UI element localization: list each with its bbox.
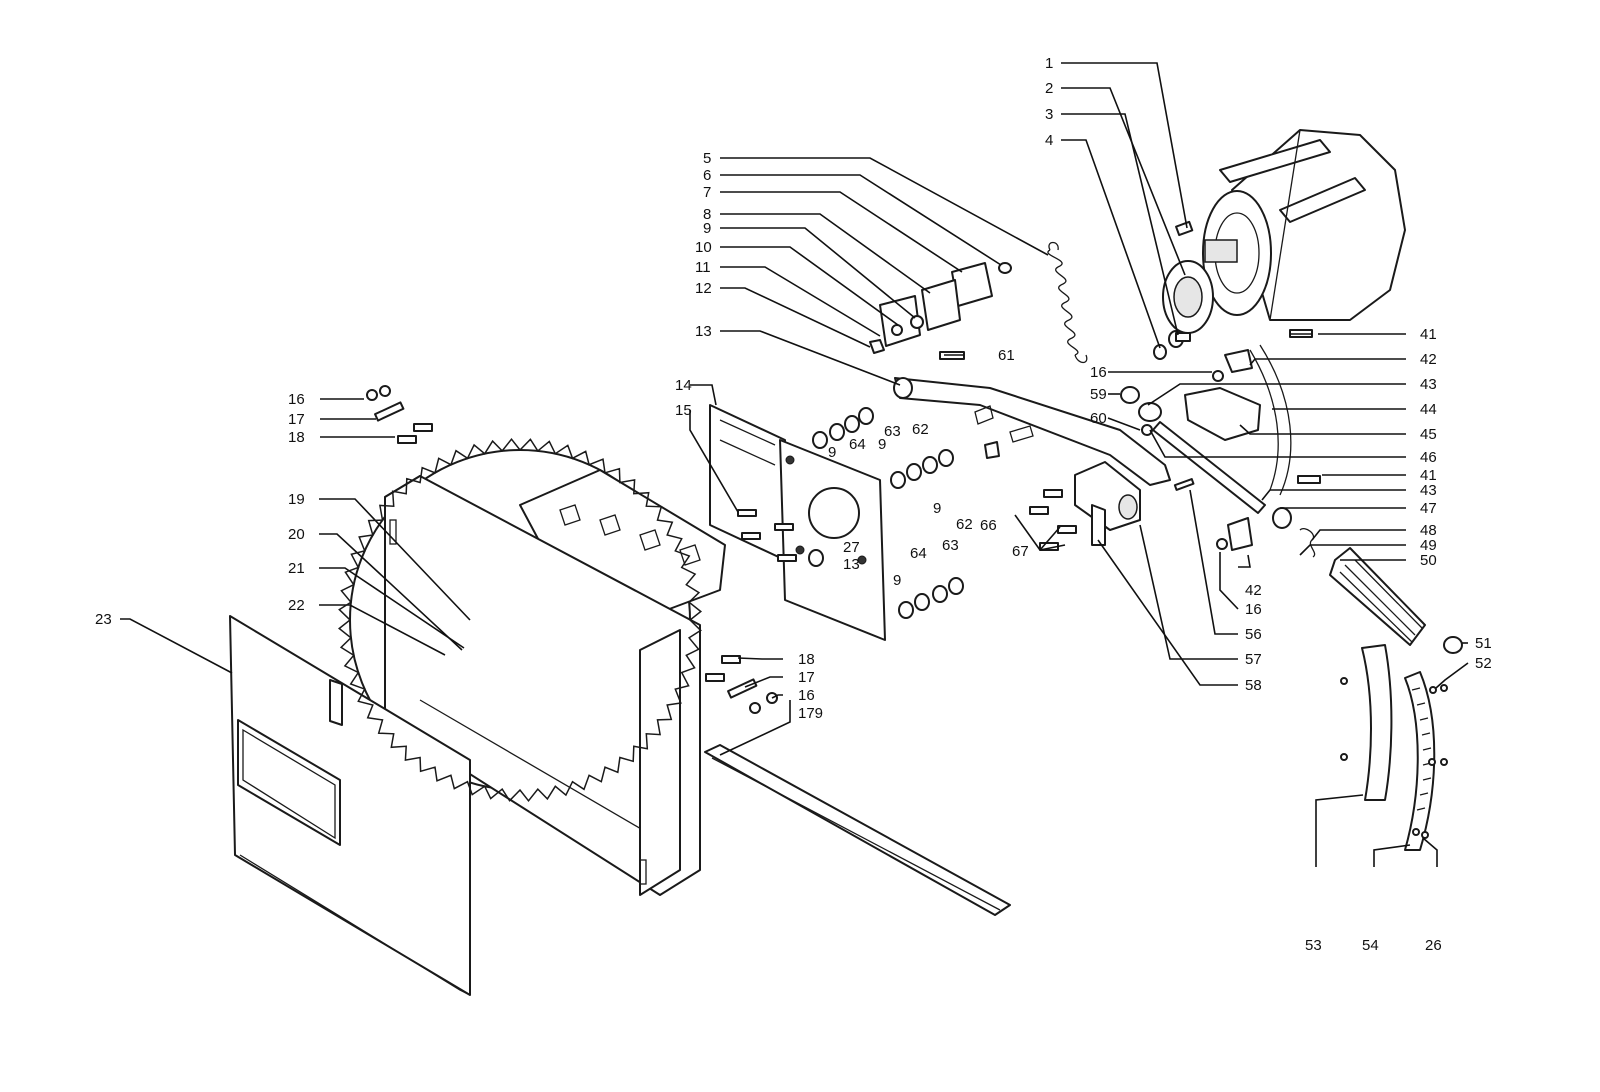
blade-teeth-outline xyxy=(337,437,703,803)
callout-53: 53 xyxy=(1305,937,1322,954)
callout-9-b: 9 xyxy=(878,436,886,453)
callout-labels: 1 2 3 4 5 6 7 8 9 10 11 12 13 14 15 16 1… xyxy=(95,55,1492,954)
callout-58: 58 xyxy=(1245,677,1262,694)
callout-16-b: 16 xyxy=(1090,364,1107,381)
callout-18-b: 18 xyxy=(798,651,815,668)
callout-64-a: 64 xyxy=(849,436,866,453)
arc-fasteners xyxy=(1120,370,1228,550)
callout-47: 47 xyxy=(1420,500,1437,517)
callout-62-a: 62 xyxy=(912,421,929,438)
callout-63-a: 63 xyxy=(884,423,901,440)
callout-48: 48 xyxy=(1420,522,1437,539)
callout-41-a: 41 xyxy=(1420,326,1437,343)
frame-panel xyxy=(384,475,701,896)
callout-20: 20 xyxy=(288,526,305,543)
callout-44: 44 xyxy=(1420,401,1437,418)
saw-blade-teeth xyxy=(337,437,703,803)
callout-62-b: 62 xyxy=(956,516,973,533)
motor xyxy=(1202,129,1406,321)
callout-15: 15 xyxy=(675,402,692,419)
callout-57: 57 xyxy=(1245,651,1262,668)
callout-56: 56 xyxy=(1245,626,1262,643)
tilt-linkage-arm xyxy=(893,377,1171,486)
callout-8: 8 xyxy=(703,206,711,223)
callout-3: 3 xyxy=(1045,106,1053,123)
callout-42-b: 42 xyxy=(1245,582,1262,599)
callout-16-d: 16 xyxy=(798,687,815,704)
callout-66: 66 xyxy=(980,517,997,534)
callout-43-a: 43 xyxy=(1420,376,1437,393)
callout-16-c: 16 xyxy=(1245,601,1262,618)
callout-13-b: 13 xyxy=(843,556,860,573)
callout-22: 22 xyxy=(288,597,305,614)
callout-9-d: 9 xyxy=(933,500,941,517)
front-cover xyxy=(229,615,471,996)
callout-10: 10 xyxy=(695,239,712,256)
callout-61: 61 xyxy=(998,347,1015,364)
callout-4: 4 xyxy=(1045,132,1053,149)
callout-7: 7 xyxy=(703,184,711,201)
callout-11: 11 xyxy=(695,259,711,276)
adjustment-shaft xyxy=(1138,402,1463,654)
callout-26: 26 xyxy=(1425,937,1442,954)
clamp-block xyxy=(1074,461,1141,546)
callout-9-e: 9 xyxy=(893,572,901,589)
callout-1: 1 xyxy=(1045,55,1053,72)
callout-6: 6 xyxy=(703,167,711,184)
callout-9-c: 9 xyxy=(828,444,836,461)
callout-49: 49 xyxy=(1420,537,1437,554)
callout-27: 27 xyxy=(843,539,860,556)
callout-5: 5 xyxy=(703,150,711,167)
motor-pulley-group xyxy=(1153,220,1214,360)
callout-19: 19 xyxy=(288,491,305,508)
blade-guard-strips xyxy=(1340,644,1448,851)
callout-17-a: 17 xyxy=(288,411,305,428)
callout-63-b: 63 xyxy=(942,537,959,554)
callout-179: 179 xyxy=(798,705,823,722)
callout-52: 52 xyxy=(1475,655,1492,672)
callout-12: 12 xyxy=(695,280,712,297)
callout-41-b: 41 xyxy=(1420,467,1437,484)
callout-43-b: 43 xyxy=(1420,482,1437,499)
callout-2: 2 xyxy=(1045,80,1053,97)
rail xyxy=(704,744,1011,916)
arbor-plate xyxy=(709,404,886,641)
callout-17-b: 17 xyxy=(798,669,815,686)
callout-42-a: 42 xyxy=(1420,351,1437,368)
bracket-plates xyxy=(869,262,1012,354)
callout-50: 50 xyxy=(1420,552,1437,569)
callout-54: 54 xyxy=(1362,937,1379,954)
leader-lines xyxy=(120,62,1469,867)
callout-46: 46 xyxy=(1420,449,1437,466)
callout-18-a: 18 xyxy=(288,429,305,446)
callout-14: 14 xyxy=(675,377,692,394)
callout-23: 23 xyxy=(95,611,112,628)
callout-60: 60 xyxy=(1090,410,1107,427)
callout-67: 67 xyxy=(1012,543,1029,560)
callout-64-b: 64 xyxy=(910,545,927,562)
callout-45: 45 xyxy=(1420,426,1437,443)
callout-16-a: 16 xyxy=(288,391,305,408)
callout-9: 9 xyxy=(703,220,711,237)
callout-59: 59 xyxy=(1090,386,1107,403)
callout-13: 13 xyxy=(695,323,712,340)
washer-stacks xyxy=(808,407,1000,619)
callout-51: 51 xyxy=(1475,635,1492,652)
callout-21: 21 xyxy=(288,560,305,577)
tension-spring xyxy=(1047,241,1088,364)
fasteners xyxy=(366,385,797,714)
